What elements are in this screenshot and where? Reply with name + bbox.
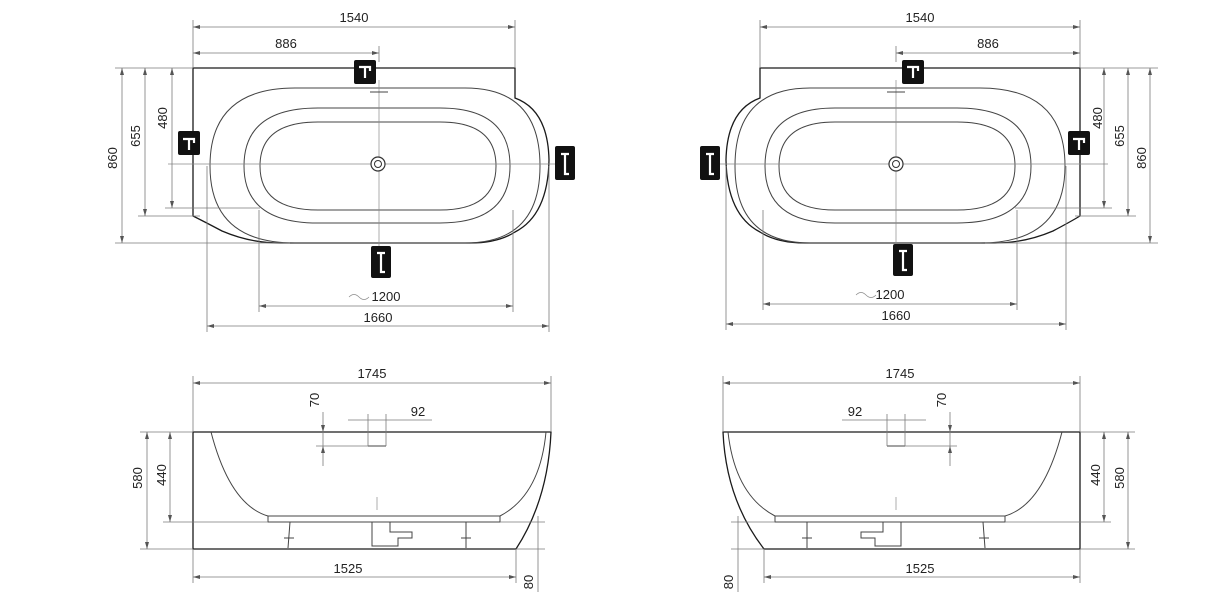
dim-label-70: 70	[307, 393, 322, 407]
dim-label-1540: 1540	[906, 10, 935, 25]
dim-label-1660: 1660	[882, 308, 911, 323]
tub-basin-outer	[243, 107, 511, 224]
dim-label-480: 480	[155, 107, 170, 129]
approx-icon	[855, 292, 877, 298]
dim-label-1540: 1540	[340, 10, 369, 25]
dim-label-1745: 1745	[886, 366, 915, 381]
wall-tap-icon	[902, 60, 924, 84]
floor-tap-icon	[371, 246, 391, 278]
dim-label-1745: 1745	[358, 366, 387, 381]
tub-basin-outer	[764, 107, 1032, 224]
waste-pipe	[860, 522, 902, 547]
dim-label-860: 860	[1134, 147, 1149, 169]
dim-label-92: 92	[848, 404, 862, 419]
tub-outline	[725, 67, 1081, 244]
foot	[802, 522, 812, 548]
drain-inner	[374, 160, 382, 168]
dim-label-886: 886	[275, 36, 297, 51]
dim-label-580: 580	[1112, 467, 1127, 489]
dim-label-440: 440	[154, 464, 169, 486]
side-view-left: 1745 70 92 440 580 1525 80	[130, 366, 552, 592]
foot	[284, 521, 294, 549]
approx-icon	[348, 294, 370, 300]
dim-label-1200: 1200	[876, 287, 905, 302]
tub-rim	[209, 87, 541, 244]
dim-label-80: 80	[521, 575, 536, 589]
dim-label-886: 886	[977, 36, 999, 51]
dim-label-1200: 1200	[372, 289, 401, 304]
dim-label-655: 655	[1112, 125, 1127, 147]
dim-label-92: 92	[411, 404, 425, 419]
wall-tap-icon	[354, 60, 376, 84]
tub-rim	[734, 87, 1066, 244]
foot	[979, 521, 989, 549]
dim-label-440: 440	[1088, 464, 1103, 486]
tub-basin-inner	[259, 121, 497, 211]
dim-label-860: 860	[105, 147, 120, 169]
wall-tap-icon	[178, 131, 200, 155]
waste-pipe	[371, 522, 413, 547]
floor-tap-icon	[893, 244, 913, 276]
drain-icon	[888, 156, 904, 172]
plan-view-right: 1540 886 480 655 860 1200 1660	[700, 10, 1158, 330]
floor-tap-icon	[700, 146, 720, 180]
dim-label-70: 70	[934, 393, 949, 407]
dim-label-580: 580	[130, 467, 145, 489]
tub-basin-inner	[778, 121, 1016, 211]
side-view-right: 1745 70 92 440 580 1525 80	[721, 366, 1135, 592]
dim-label-480: 480	[1090, 107, 1105, 129]
tub-basin-profile	[210, 431, 547, 517]
dim-label-1525: 1525	[334, 561, 363, 576]
foot	[461, 522, 471, 548]
dim-label-1660: 1660	[364, 310, 393, 325]
wall-tap-icon	[1068, 131, 1090, 155]
drain-icon	[370, 156, 386, 172]
dim-label-80: 80	[721, 575, 736, 589]
plan-view-left: 1540 886 480 655 860 1200	[105, 10, 575, 332]
floor-tap-icon	[555, 146, 575, 180]
tub-basin-profile	[727, 431, 1063, 517]
dim-label-655: 655	[128, 125, 143, 147]
dim-label-1525: 1525	[906, 561, 935, 576]
